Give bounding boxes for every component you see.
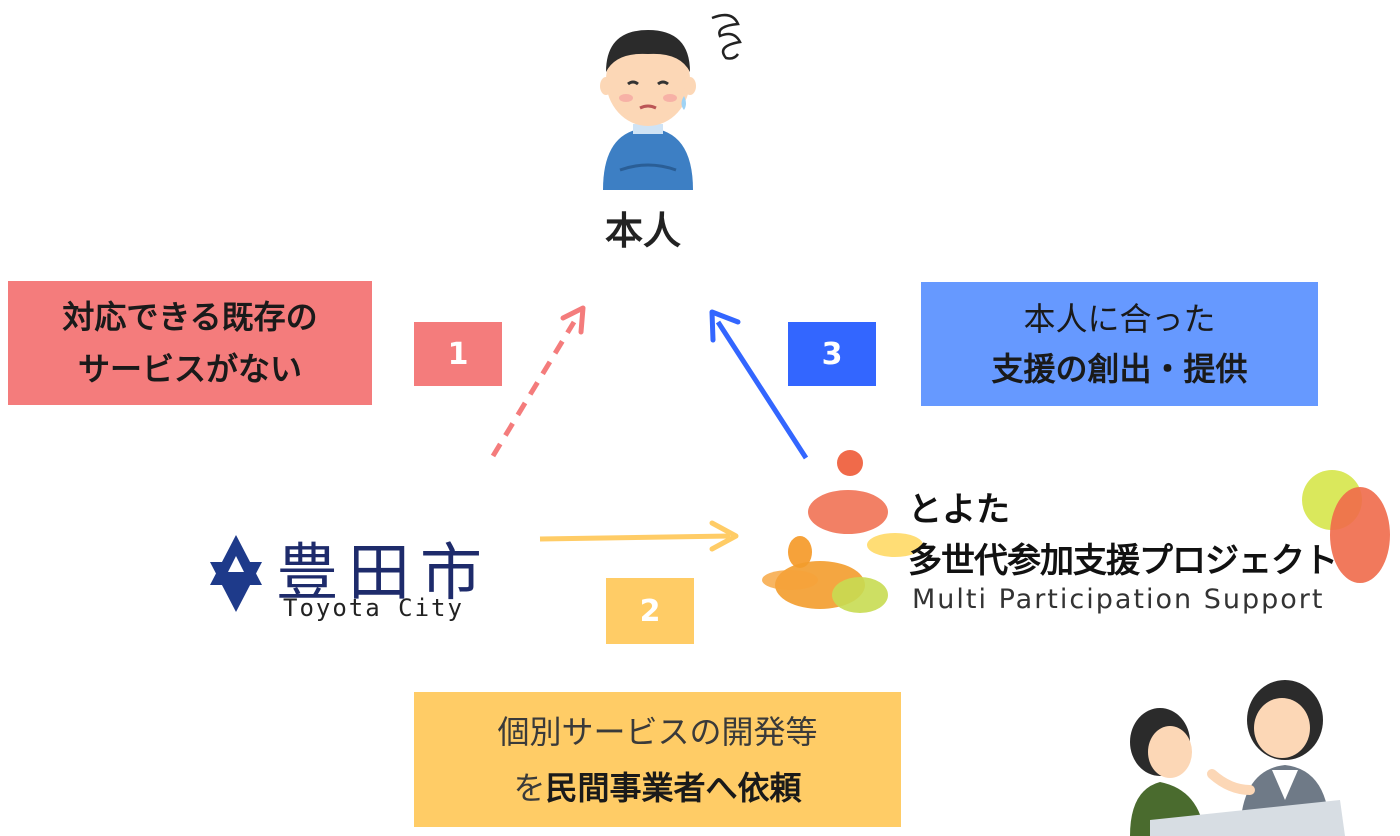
request-line-2-bold: 民間事業者へ依頼 bbox=[545, 768, 802, 807]
request-line-2-prefix: を bbox=[513, 768, 546, 807]
arrow-3-head bbox=[709, 309, 741, 343]
city-name: 豊田市 bbox=[276, 536, 493, 609]
project-name-english: Multi Participation Support bbox=[912, 584, 1325, 615]
step-badge-2: 2 bbox=[606, 578, 694, 644]
project-name-line-2: 多世代参加支援プロジェクト bbox=[908, 541, 1338, 581]
project-name-line-1: とよた bbox=[908, 490, 1010, 530]
support-line-1: 本人に合った bbox=[1023, 300, 1216, 338]
toyota-city-emblem-icon bbox=[210, 535, 262, 612]
arrow-1-dashed bbox=[490, 320, 577, 458]
arrow-2-line bbox=[539, 533, 731, 542]
step-badge-1: 1 bbox=[414, 322, 502, 386]
support-box: 本人に合った 支援の創出・提供 bbox=[921, 282, 1318, 406]
problem-line-1: 対応できる既存の bbox=[62, 298, 318, 336]
city-english: Toyota City bbox=[283, 594, 464, 622]
person-label: 本人 bbox=[605, 209, 682, 253]
support-line-2: 支援の創出・提供 bbox=[991, 350, 1248, 388]
arrow-2-head bbox=[709, 520, 739, 552]
project-logo-blobs-icon bbox=[762, 450, 1390, 613]
problem-box: 対応できる既存の サービスがない bbox=[8, 281, 372, 405]
step-badge-3: 3 bbox=[788, 322, 876, 386]
request-line-1: 個別サービスの開発等 bbox=[497, 712, 818, 751]
problem-line-2: サービスがない bbox=[77, 350, 302, 388]
arrow-3-line bbox=[715, 320, 809, 460]
consultation-people-icon bbox=[1130, 680, 1345, 836]
request-line-2: を民間事業者へ依頼 bbox=[513, 760, 801, 816]
arrow-1-head bbox=[560, 305, 586, 335]
request-box: 個別サービスの開発等 を民間事業者へ依頼 bbox=[414, 692, 901, 827]
worried-person-icon bbox=[600, 13, 742, 190]
